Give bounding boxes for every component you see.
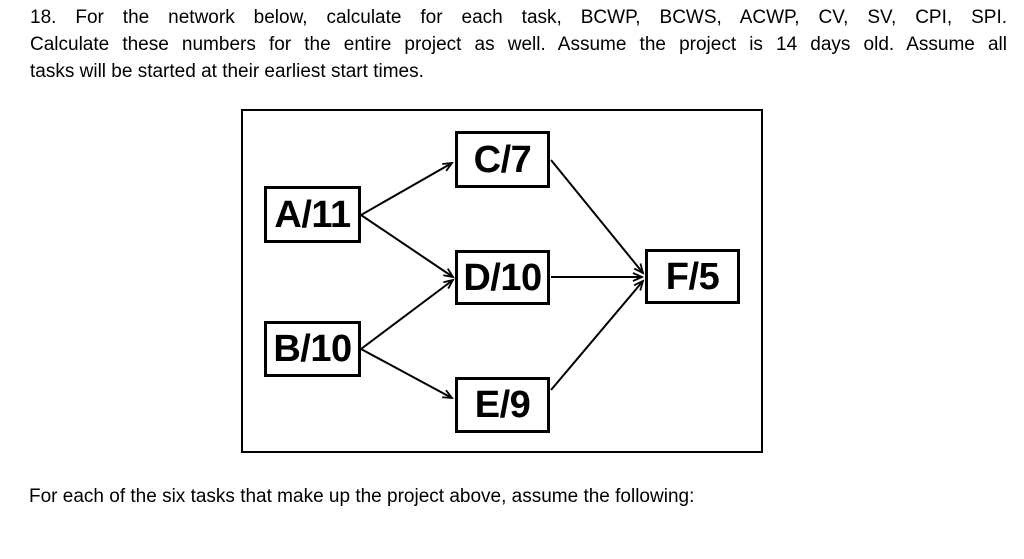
network-diagram: A/11 B/10 C/7 D/10 E/9 F/5 — [241, 109, 763, 453]
task-node-D-label: D/10 — [463, 256, 542, 299]
footer-statement: For each of the six tasks that make up t… — [29, 486, 695, 507]
task-node-A: A/11 — [264, 186, 361, 243]
edge-A-D-arrow — [360, 214, 453, 277]
edge-E-F-arrow — [550, 281, 643, 391]
diagram-edges — [360, 159, 763, 453]
edge-C-F-arrow — [550, 159, 643, 273]
problem-line-1: 18. For the network below, calculate for… — [30, 7, 1007, 28]
task-node-C: C/7 — [455, 131, 550, 188]
diagram-frame — [241, 109, 763, 453]
problem-line-2: Calculate these numbers for the entire p… — [30, 34, 1007, 55]
task-node-F: F/5 — [645, 249, 740, 304]
task-node-B: B/10 — [264, 321, 361, 377]
edge-B-D-arrow — [360, 280, 453, 350]
problem-statement: 18. For the network below, calculate for… — [30, 4, 1007, 85]
edge-B-E-arrow — [360, 348, 452, 398]
task-node-D: D/10 — [455, 250, 550, 305]
problem-line-3: tasks will be started at their earliest … — [30, 61, 424, 82]
task-node-E-label: E/9 — [474, 384, 531, 426]
task-node-E: E/9 — [455, 377, 550, 433]
edge-A-C-arrow — [360, 163, 452, 216]
task-node-F-label: F/5 — [665, 255, 720, 298]
task-node-C-label: C/7 — [473, 138, 532, 181]
task-node-B-label: B/10 — [273, 328, 352, 370]
task-node-A-label: A/11 — [274, 193, 351, 236]
